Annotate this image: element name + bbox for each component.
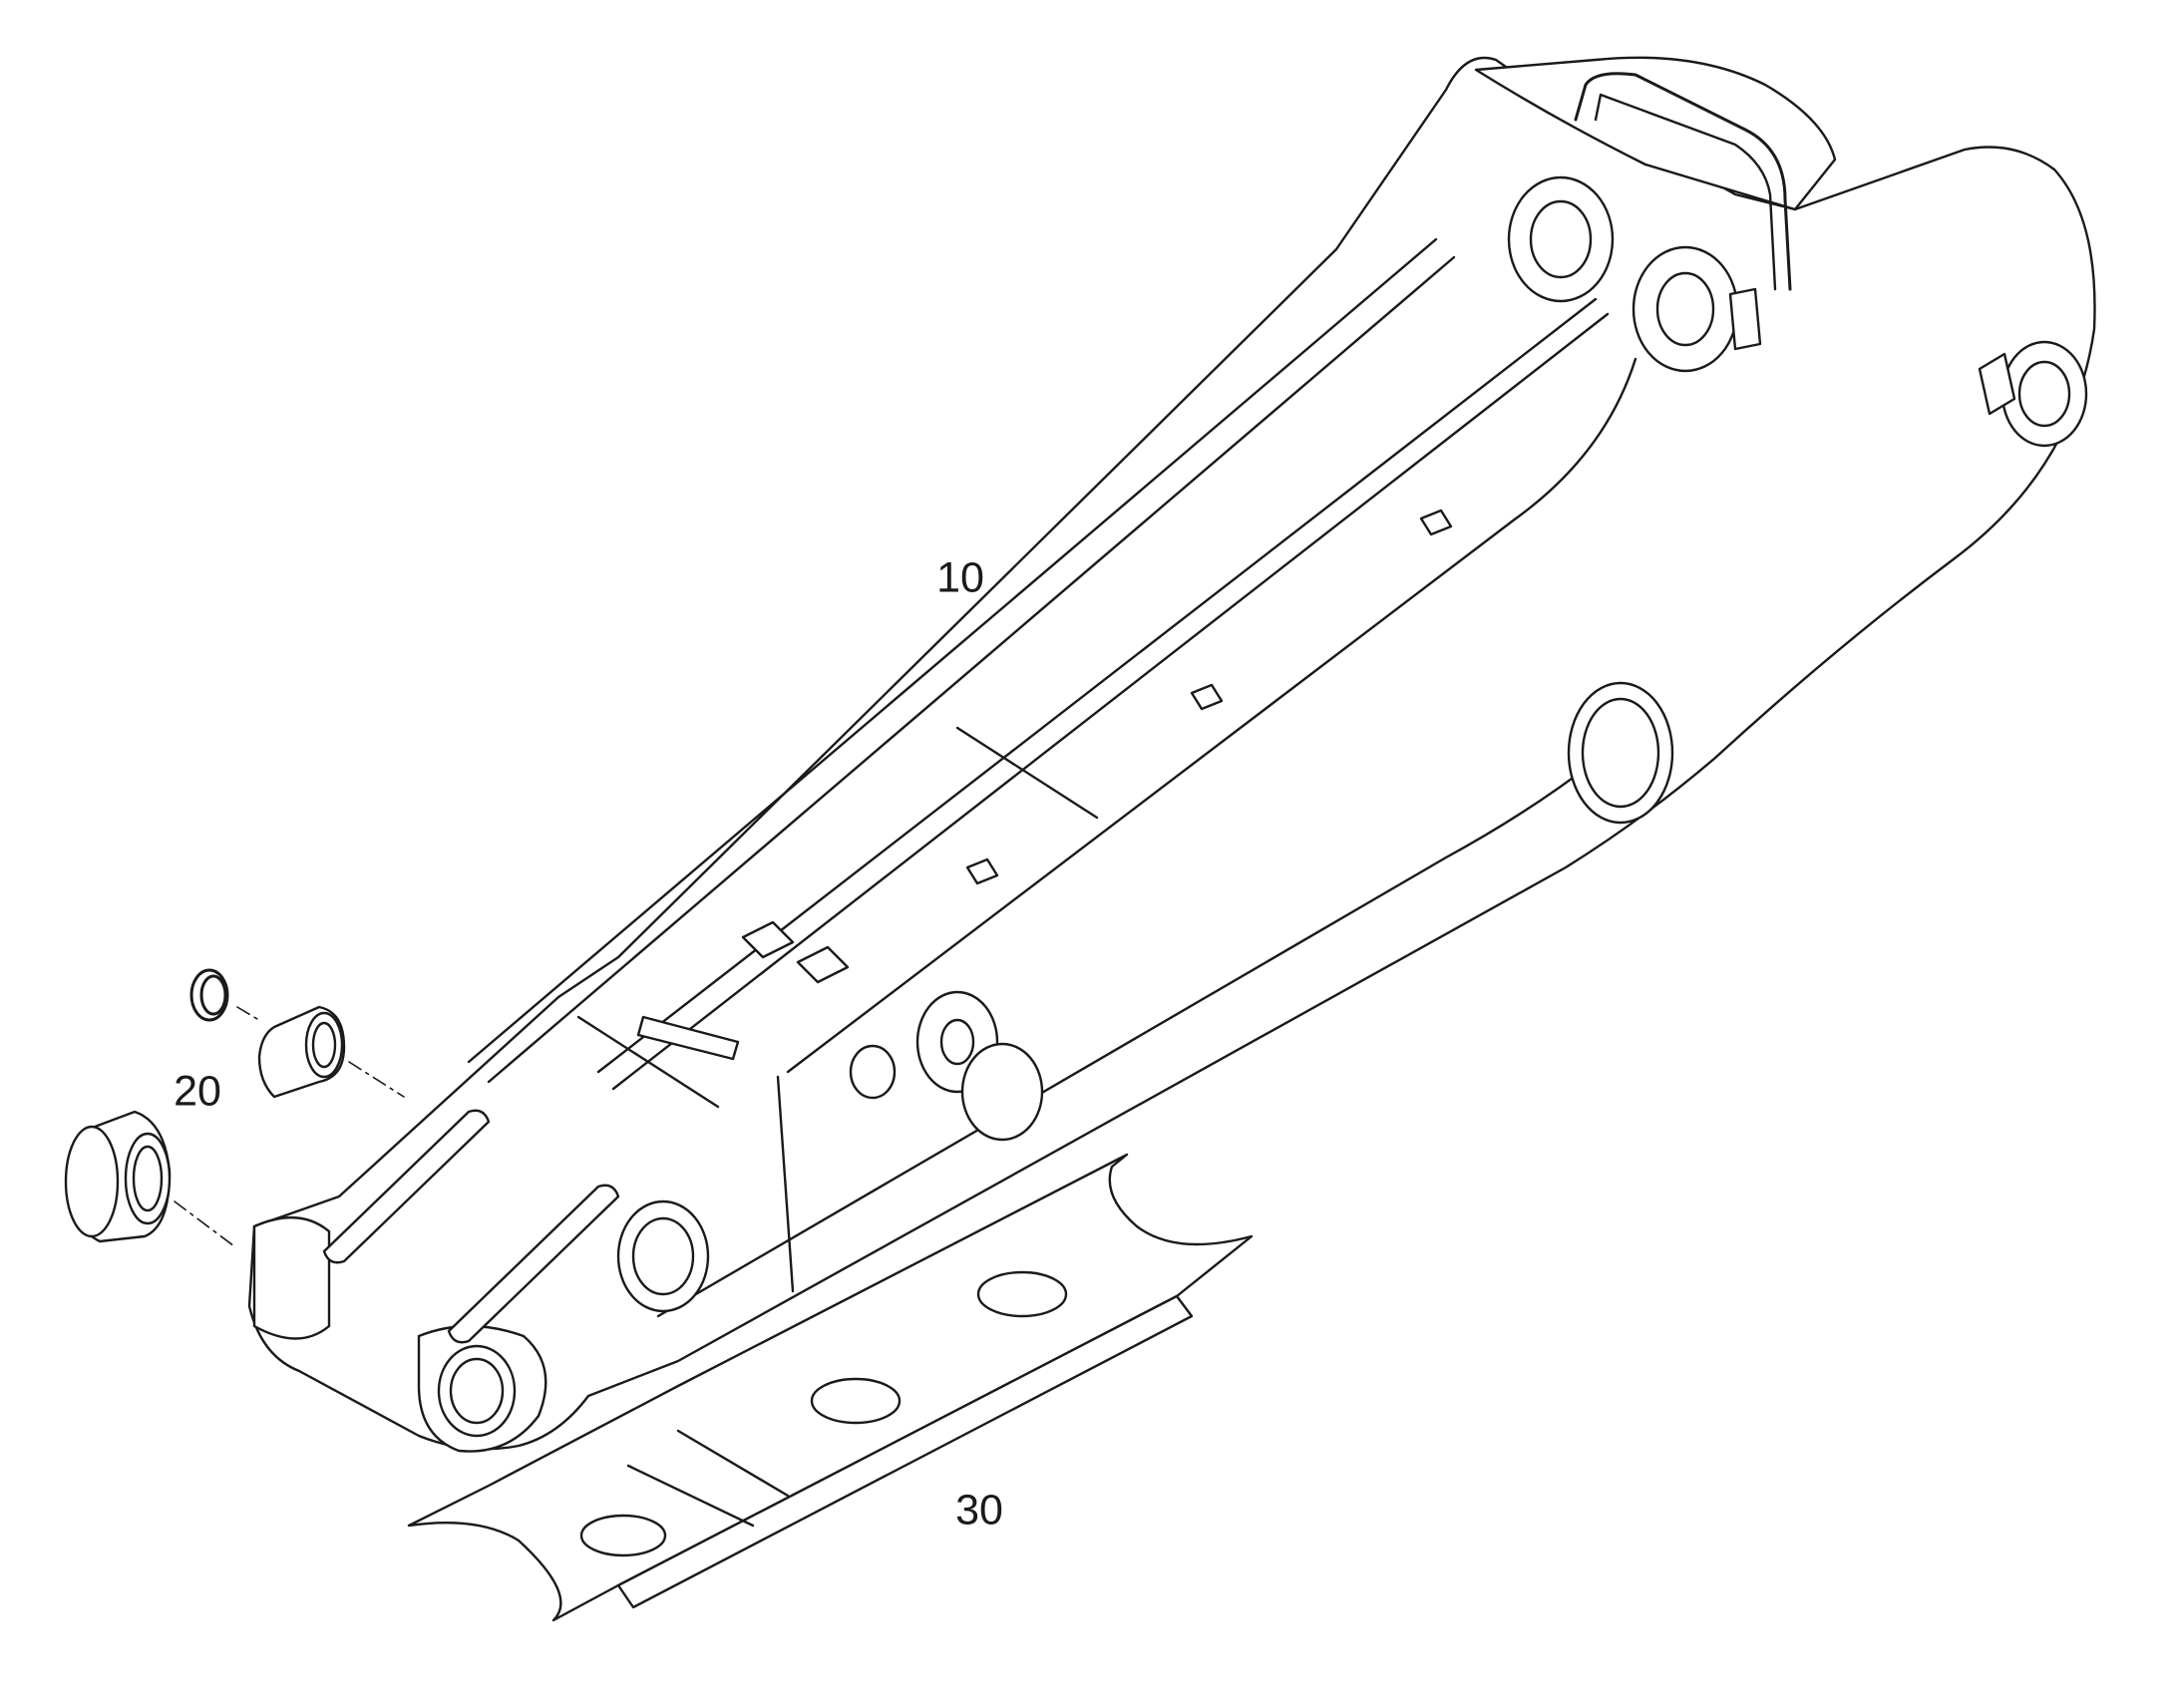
upper-guard-loop-inner (1594, 93, 1777, 291)
front-clevis-left (252, 1216, 331, 1340)
plate-hole-3 (976, 1270, 1068, 1318)
upper-clevis-bracket (1474, 56, 1837, 211)
callout-label-10: 10 (936, 553, 984, 602)
small-bushing (257, 1005, 346, 1099)
large-flanged-bushing (64, 1110, 172, 1243)
bottom-plate-rib (626, 1429, 790, 1528)
upper-pin-hole-2 (1655, 271, 1715, 347)
plate-hole-2 (810, 1377, 902, 1425)
slot-plate-2 (447, 1184, 620, 1344)
boom-arm-part-10[interactable] (247, 56, 2096, 1453)
rear-pin-hole (2017, 360, 2071, 428)
bushing-set-part-20[interactable] (64, 968, 405, 1247)
upper-pin-hole-1 (1529, 199, 1593, 279)
bottom-plate-lower (616, 1294, 1194, 1609)
snap-ring (189, 968, 229, 1022)
top-pads (636, 509, 1453, 1061)
bottom-plate-part-30[interactable] (407, 1153, 1254, 1622)
plate-hole-1 (579, 1514, 667, 1557)
upper-lug (1728, 287, 1762, 351)
upper-guard-loop (1574, 72, 1792, 291)
side-pin-hole (631, 1216, 695, 1296)
front-pin-hole-inner (449, 1357, 505, 1425)
slot-plate-1 (322, 1109, 491, 1264)
mid-pin-hole (1581, 697, 1660, 809)
bushing-axis-line-1 (236, 1006, 405, 1098)
cross-web-lines (576, 726, 1099, 1293)
top-flange-edge (467, 237, 1610, 1091)
rear-lug (1978, 352, 2016, 416)
callout-label-30: 30 (955, 1486, 1003, 1535)
bushing-axis-line-2 (174, 1200, 235, 1247)
callout-label-20: 20 (174, 1067, 221, 1116)
web-bolt-cylinders (849, 990, 1044, 1142)
boom-body-outline (247, 56, 2096, 1451)
